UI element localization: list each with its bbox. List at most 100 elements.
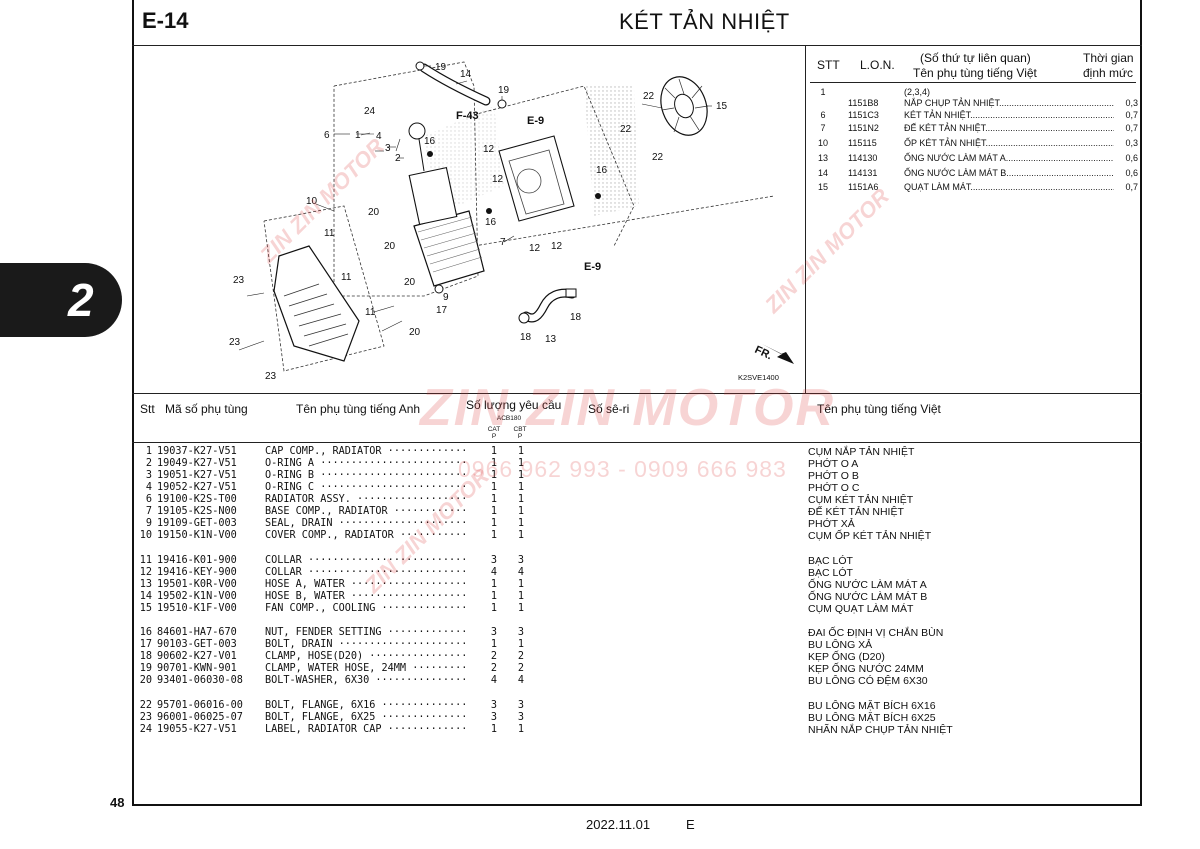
cell-no: 15 — [139, 603, 152, 614]
cell-vi: CỤM ỐP KÉT TẢN NHIỆT — [808, 530, 932, 542]
cell-q2: 4 — [517, 567, 525, 578]
cell-pn: 19049-K27-V51 — [157, 458, 237, 469]
info-header-divider — [810, 82, 1136, 83]
callout: 9 — [443, 292, 449, 303]
cell-q1: 3 — [490, 712, 498, 723]
cell-pn: 19052-K27-V51 — [157, 482, 237, 493]
cell-en: HOSE B, WATER — [265, 591, 465, 603]
cell-en: CLAMP, WATER HOSE, 24MM — [265, 663, 465, 675]
nut-drawing — [486, 208, 492, 214]
cell-q2: 1 — [517, 603, 525, 614]
parts-top-divider — [132, 393, 1142, 394]
section-code: E-14 — [142, 8, 189, 33]
callout: 24 — [364, 106, 376, 117]
cell-q2: 1 — [517, 470, 525, 481]
cell-q2: 1 — [517, 591, 525, 602]
cell-en: HOSE A, WATER — [265, 579, 465, 591]
cell-no: 11 — [139, 555, 152, 566]
callout: 2 — [395, 153, 401, 164]
cell-pn: 96001-06025-07 — [157, 712, 243, 723]
clamp-drawing — [565, 288, 577, 298]
callout: 12 — [492, 174, 504, 185]
cell-q2: 1 — [517, 530, 525, 541]
cell-q1: 2 — [490, 651, 498, 662]
callout: 20 — [384, 241, 396, 252]
callout: 12 — [529, 243, 541, 254]
cell-pn: 19150-K1N-V00 — [157, 530, 237, 541]
cell-no: 12 — [139, 567, 152, 578]
drawing-code: K2SVE1400 — [738, 373, 779, 382]
cell-no: 16 — [139, 627, 152, 638]
cell-q2: 4 — [517, 675, 525, 686]
cell-no: 23 — [139, 712, 152, 723]
chapter-tab: 2 — [0, 263, 122, 337]
cell-q1: 4 — [490, 567, 498, 578]
cell-en: BOLT, FLANGE, 6X16 — [265, 700, 465, 712]
callout: 22 — [620, 124, 632, 135]
cell-pn: 19055-K27-V51 — [157, 724, 237, 735]
cell-q1: 1 — [490, 579, 498, 590]
cell-en: RADIATOR ASSY. — [265, 494, 465, 506]
cell-pn: 90103-GET-003 — [157, 639, 237, 650]
cell-vi: NHÃN NẮP CHỤP TẢN NHIỆT — [808, 724, 953, 736]
cell-pn: 19105-K2S-N00 — [157, 506, 237, 517]
drain-seal-drawing — [434, 284, 444, 294]
cell-vi: ỐNG NƯỚC LÀM MÁT A — [808, 579, 927, 591]
ref-e9-top: E-9 — [527, 115, 544, 127]
cell-no: 4 — [145, 482, 152, 493]
cell-q1: 3 — [490, 700, 498, 711]
cell-en: BOLT, FLANGE, 6X25 — [265, 712, 465, 724]
cell-vi: CỤM QUẠT LÀM MÁT — [808, 603, 914, 615]
cell-q2: 2 — [517, 663, 525, 674]
callout: 20 — [368, 207, 380, 218]
cell-no: 9 — [145, 518, 152, 529]
cell-no: 2 — [145, 458, 152, 469]
cell-vi: PHỚT XẢ — [808, 518, 855, 530]
cell-en: O-RING C — [265, 482, 465, 494]
info-header-stt: STT — [817, 58, 840, 72]
cell-vi: CỤM KÉT TẢN NHIỆT — [808, 494, 914, 506]
cell-en: BOLT-WASHER, 6X30 — [265, 675, 465, 687]
cell-pn: 19416-K01-900 — [157, 555, 237, 566]
cell-pn: 19510-K1F-V00 — [157, 603, 237, 614]
cell-vi: CỤM NẮP TẢN NHIỆT — [808, 446, 915, 458]
cell-no: 6 — [145, 494, 152, 505]
cell-q2: 1 — [517, 494, 525, 505]
cell-q1: 1 — [490, 724, 498, 735]
cell-q2: 1 — [517, 518, 525, 529]
cell-no: 17 — [139, 639, 152, 650]
cell-q2: 1 — [517, 724, 525, 735]
radiator-cover-drawing — [273, 245, 360, 362]
cell-en: BOLT, DRAIN — [265, 639, 465, 651]
cell-en: LABEL, RADIATOR CAP — [265, 724, 465, 736]
cell-en: COLLAR — [265, 555, 465, 567]
cell-q2: 1 — [517, 458, 525, 469]
cell-vi: BU LÔNG XẢ — [808, 639, 873, 651]
dashed-outline — [468, 85, 635, 247]
header-divider — [132, 45, 1142, 46]
cell-en: COLLAR — [265, 567, 465, 579]
cell-vi: KẸP ỐNG NƯỚC 24MM — [808, 663, 924, 675]
callout: 12 — [551, 241, 563, 252]
cell-q1: 1 — [490, 494, 498, 505]
parts-header-col2-bot: P — [517, 433, 523, 440]
ref-e9-bottom: E-9 — [584, 261, 601, 273]
cell-pn: 19037-K27-V51 — [157, 446, 237, 457]
watermark-phone: 0966 962 993 - 0909 666 983 — [458, 456, 787, 482]
water-hose-b-inner — [420, 64, 490, 105]
callout: 10 — [306, 196, 318, 207]
cell-pn: 19416-KEY-900 — [157, 567, 237, 578]
cooling-fan-drawing — [660, 76, 709, 136]
cell-en: COVER COMP., RADIATOR — [265, 530, 465, 542]
cell-pn: 19109-GET-003 — [157, 518, 237, 529]
front-arrow-icon — [762, 344, 794, 364]
nut-drawing — [595, 193, 601, 199]
callout: 23 — [265, 371, 277, 382]
